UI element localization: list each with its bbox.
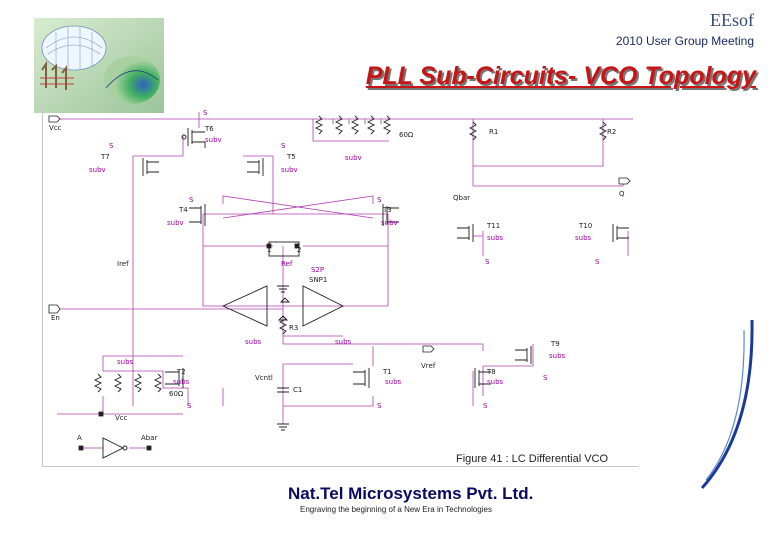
- label-s-t1: S: [377, 402, 382, 410]
- label-s-t10: S: [595, 258, 600, 266]
- label-iref: Iref: [117, 260, 129, 268]
- label-port1: 1: [267, 246, 271, 254]
- label-c1: C1: [293, 386, 302, 394]
- label-t2: T2: [176, 368, 186, 376]
- label-subs-r2: subs: [117, 358, 134, 366]
- label-subv-r: subv: [345, 154, 362, 162]
- label-q: Q: [619, 190, 625, 198]
- label-a: A: [77, 434, 82, 442]
- label-vcc-top: Vcc: [49, 124, 62, 132]
- label-subs-t9: subs: [549, 352, 566, 360]
- label-s-t4: S: [189, 196, 194, 204]
- page-title: PLL Sub-Circuits- VCO Topology: [365, 62, 756, 90]
- label-subs-t10: subs: [575, 234, 592, 242]
- label-subs-right: subs: [335, 338, 352, 346]
- label-t7: T7: [100, 153, 110, 161]
- schematic-labels: S Vcc T6 subv 60Ω R1 R2 S T7 subv S T5 s…: [49, 109, 625, 442]
- label-s-t8: S: [483, 402, 488, 410]
- eesof-logo-graphic: [34, 18, 164, 113]
- port-markers: [48, 115, 631, 451]
- company-tagline: Engraving the beginning of a New Era in …: [300, 505, 492, 514]
- label-subs-t8: subs: [487, 378, 504, 386]
- decorative-swoosh: [700, 320, 754, 490]
- label-t5: T5: [286, 153, 296, 161]
- label-subv-t4: subv: [167, 219, 184, 227]
- label-subv-t5: subv: [281, 166, 298, 174]
- label-s-t7: S: [109, 142, 114, 150]
- label-60ohm-top: 60Ω: [399, 131, 414, 139]
- label-en: En: [51, 314, 60, 322]
- label-r2: R2: [607, 128, 616, 136]
- label-r1: R1: [489, 128, 498, 136]
- label-port2: 2: [297, 246, 301, 254]
- label-subs-left: subs: [245, 338, 262, 346]
- label-qbar: Qbar: [453, 194, 470, 202]
- label-t11: T11: [486, 222, 500, 230]
- label-s-t9: S: [543, 374, 548, 382]
- label-t9: T9: [550, 340, 560, 348]
- label-ref: Ref: [281, 260, 293, 268]
- label-s-t2: S: [187, 402, 192, 410]
- label-t4: T4: [178, 206, 188, 214]
- label-s-t3: S: [377, 196, 382, 204]
- label-t10: T10: [578, 222, 592, 230]
- label-subs-t2: subs: [173, 378, 190, 386]
- label-subv-t3: subv: [381, 219, 398, 227]
- label-t6: T6: [204, 125, 214, 133]
- label-vref: Vref: [421, 362, 436, 370]
- vco-schematic: S Vcc T6 subv 60Ω R1 R2 S T7 subv S T5 s…: [48, 109, 633, 459]
- figure-caption: Figure 41 : LC Differential VCO: [456, 453, 609, 465]
- label-t3: T3: [382, 206, 392, 214]
- schematic-wires: [57, 112, 633, 449]
- label-snp1: SNP1: [309, 276, 327, 284]
- label-s-t11: S: [485, 258, 490, 266]
- label-s-t5: S: [281, 142, 286, 150]
- schematic-components: [93, 115, 629, 459]
- label-r3: R3: [289, 324, 298, 332]
- label-s-top: S: [203, 109, 208, 117]
- label-subv-t7: subv: [89, 166, 106, 174]
- label-subs-t1: subs: [385, 378, 402, 386]
- label-t1: T1: [382, 368, 392, 376]
- label-subv-t6: subv: [205, 136, 222, 144]
- label-subs-t11: subs: [487, 234, 504, 242]
- brand-name: EEsof: [710, 10, 754, 30]
- label-abar: Abar: [141, 434, 158, 442]
- label-vcntl: Vcntl: [255, 374, 273, 382]
- label-s2p: S2P: [311, 266, 324, 274]
- company-name: Nat.Tel Microsystems Pvt. Ltd.: [288, 484, 534, 503]
- label-t8: T8: [486, 368, 496, 376]
- label-vcc-bottom: Vcc: [115, 414, 128, 422]
- meeting-title: 2010 User Group Meeting: [615, 34, 754, 48]
- label-60ohm-bottom: 60Ω: [169, 390, 184, 398]
- schematic-panel: S Vcc T6 subv 60Ω R1 R2 S T7 subv S T5 s…: [42, 106, 639, 467]
